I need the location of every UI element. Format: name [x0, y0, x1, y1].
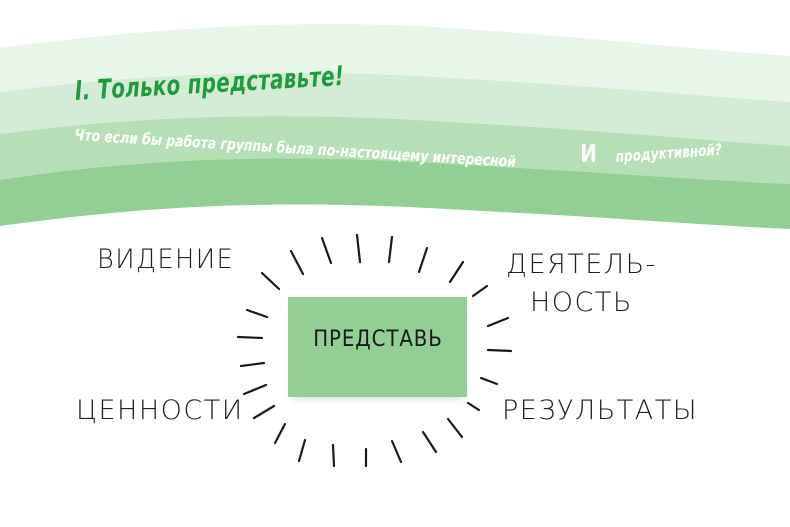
label-activity: ДЕЯТЕЛЬ- НОСТЬ: [506, 246, 657, 322]
center-card-imagine: ПРЕДСТАВЬ: [288, 297, 467, 397]
wave-bands: [0, 24, 790, 229]
label-activity-line1: ДЕЯТЕЛЬ-: [506, 249, 657, 280]
header-banner: I. Только представьте! Что если бы работ…: [0, 0, 790, 240]
label-activity-line2: НОСТЬ: [529, 287, 633, 318]
subtitle-conjunction: И: [580, 139, 597, 168]
label-vision: ВИДЕНИЕ: [97, 244, 235, 275]
label-results: РЕЗУЛЬТАТЫ: [502, 395, 699, 426]
center-label: ПРЕДСТАВЬ: [312, 326, 443, 352]
label-values: ЦЕННОСТИ: [76, 395, 244, 426]
